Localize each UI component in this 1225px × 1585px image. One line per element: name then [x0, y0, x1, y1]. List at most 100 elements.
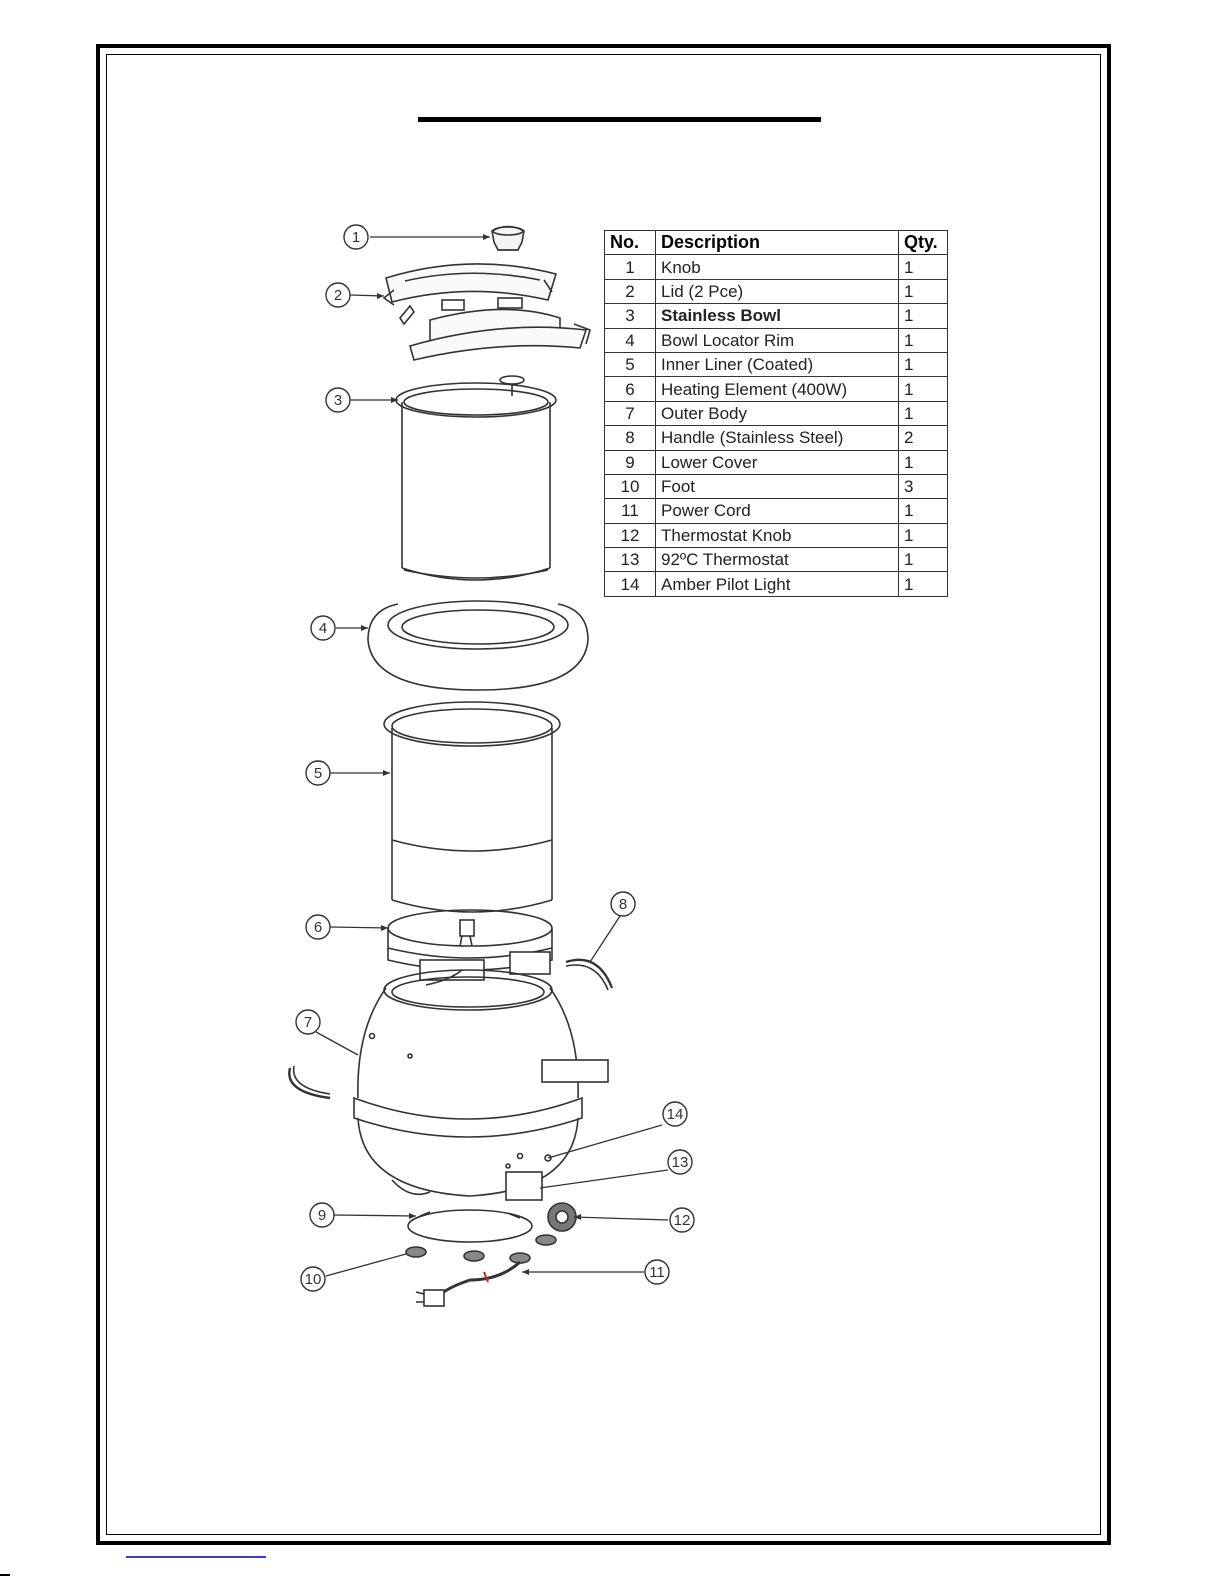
- bottom-link-underline[interactable]: [126, 1556, 266, 1558]
- cell-qty: 3: [898, 473, 948, 500]
- part-thermostat-knob: [547, 1202, 577, 1232]
- cell-qty: 2: [898, 425, 948, 451]
- cell-qty: 1: [898, 400, 948, 427]
- callout-label-1: 1: [352, 229, 360, 246]
- callout-label-7: 7: [304, 1014, 312, 1031]
- part-knob: [491, 225, 525, 251]
- callout-10: [300, 1266, 326, 1292]
- cell-description: Outer Body: [655, 400, 899, 427]
- callout-label-8: 8: [619, 896, 627, 913]
- part-bowl-locator-rim: [367, 600, 589, 691]
- cell-description: Lower Cover: [655, 449, 899, 475]
- cell-qty: 1: [898, 449, 948, 475]
- callout-label-4: 4: [319, 620, 327, 637]
- callout-4: [310, 615, 336, 641]
- callout-label-9: 9: [318, 1207, 326, 1224]
- cell-no: 3: [604, 303, 656, 329]
- callout-6: [305, 914, 331, 940]
- part-feet: [405, 1234, 557, 1264]
- part-heating-element: [387, 909, 553, 986]
- cell-no: 6: [604, 376, 656, 402]
- cell-qty: 1: [898, 303, 948, 329]
- callout-label-3: 3: [334, 392, 342, 409]
- cell-qty: 1: [898, 547, 948, 573]
- header-no: No.: [604, 229, 656, 256]
- callout-label-12: 12: [674, 1212, 691, 1229]
- part-inner-liner: [383, 701, 561, 913]
- cell-no: 11: [604, 498, 656, 524]
- part-handle-right: [565, 958, 614, 991]
- header-qty: Qty.: [898, 229, 948, 256]
- cell-no: 8: [604, 425, 656, 451]
- cell-no: 10: [604, 473, 656, 500]
- cell-description: Amber Pilot Light: [655, 571, 899, 597]
- cell-description: Inner Liner (Coated): [655, 351, 899, 378]
- cell-no: 7: [604, 400, 656, 427]
- cell-qty: 1: [898, 327, 948, 353]
- callout-11: [644, 1259, 670, 1285]
- cell-description: Foot: [655, 473, 899, 500]
- part-outer-body: [353, 969, 609, 1201]
- callout-bubbles: [295, 224, 695, 1292]
- callout-label-14: 14: [667, 1106, 684, 1123]
- callout-13: [667, 1149, 693, 1175]
- callout-label-6: 6: [314, 919, 322, 936]
- cell-description: Lid (2 Pce): [655, 278, 899, 305]
- title-underline: [418, 117, 821, 122]
- callout-7: [295, 1009, 321, 1035]
- cell-qty: 1: [898, 278, 948, 305]
- part-lower-cover: [407, 1209, 533, 1243]
- part-handle-left: [288, 1065, 331, 1100]
- cell-no: 1: [604, 254, 656, 280]
- callout-2: [325, 282, 351, 308]
- cell-description: Heating Element (400W): [655, 376, 899, 402]
- callout-label-13: 13: [672, 1154, 689, 1171]
- corner-mark: [0, 1574, 10, 1576]
- cell-no: 13: [604, 547, 656, 573]
- cell-no: 2: [604, 278, 656, 305]
- cell-no: 4: [604, 327, 656, 353]
- part-power-cord: [415, 1260, 522, 1307]
- cell-description: Handle (Stainless Steel): [655, 425, 899, 451]
- cell-description: Knob: [655, 254, 899, 280]
- cell-qty: 1: [898, 254, 948, 280]
- cell-qty: 1: [898, 351, 948, 378]
- callout-5: [305, 760, 331, 786]
- cell-no: 12: [604, 522, 656, 549]
- cell-no: 9: [604, 449, 656, 475]
- cell-description: Thermostat Knob: [655, 522, 899, 549]
- cell-description: 92ºC Thermostat: [655, 547, 899, 573]
- callout-label-2: 2: [334, 287, 342, 304]
- callout-label-10: 10: [305, 1271, 322, 1288]
- cell-no: 5: [604, 351, 656, 378]
- callout-3: [325, 387, 351, 413]
- callout-14: [662, 1101, 688, 1127]
- callout-9: [309, 1202, 335, 1228]
- cell-qty: 1: [898, 571, 948, 597]
- header-description: Description: [655, 229, 899, 256]
- parts-table-header: No. Description Qty.: [604, 229, 948, 256]
- cell-qty: 1: [898, 376, 948, 402]
- part-stainless-bowl: [395, 375, 557, 581]
- callout-label-11: 11: [649, 1264, 665, 1281]
- callout-8: [610, 891, 636, 917]
- page-border: [96, 44, 1111, 1545]
- cell-no: 14: [604, 571, 656, 597]
- cell-description: Stainless Bowl: [655, 303, 899, 329]
